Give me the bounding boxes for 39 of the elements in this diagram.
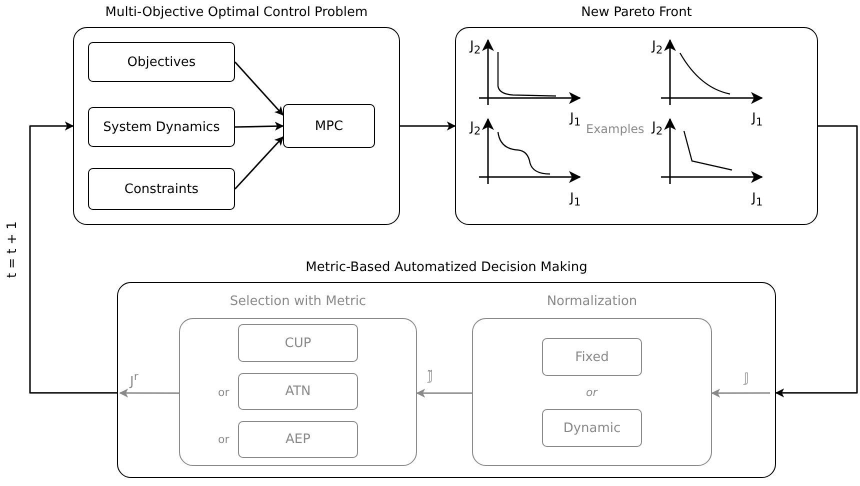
panel-title: Normalization [546,294,638,309]
process-box: System Dynamics [88,107,235,147]
arrow [234,122,284,131]
process-box: Dynamic [542,409,642,447]
axis-label: J$_{2}$ [470,121,481,138]
or-note: or [218,387,230,398]
panel-title: New Pareto Front [580,5,693,20]
panel-title: Selection with Metric [228,294,368,309]
arrow [416,388,472,398]
arrow [400,122,456,130]
panel-title: Multi-Objective Optimal Control Problem [104,5,369,20]
process-box: Fixed [542,338,642,376]
axis-label: J$_{2}$ [652,121,663,138]
axis-label: J$_{1}$ [752,192,763,208]
process-box: AEP [238,421,358,458]
edge-label: t = t + 1 [6,221,19,278]
arrow [775,125,858,398]
axis-label: J$_{1}$ [570,112,581,128]
arrow [711,388,770,398]
process-box: MPC [283,104,375,148]
process-box: CUP [238,324,358,362]
axis-label: J$_{1}$ [570,192,581,208]
panel-note: Examples [586,123,644,135]
arrow [234,136,284,190]
or-note: or [586,387,598,398]
axis-label: J$_{2}$ [470,40,481,56]
process-box: ATN [238,373,358,410]
panel-title: Metric-Based Automatized Decision Making [304,260,588,275]
arrow [234,62,284,116]
arrow [29,122,117,394]
axis-label: J$_{2}$ [652,40,663,56]
edge-label: 𝕁̃ [428,370,434,383]
or-note: or [218,434,230,445]
edge-label: 𝕁 [744,372,750,385]
process-box: Objectives [88,42,235,82]
edge-label: J$^{r}$ [130,372,138,388]
process-box: Constraints [88,168,235,210]
arrow [119,388,179,398]
axis-label: J$_{1}$ [752,112,763,128]
